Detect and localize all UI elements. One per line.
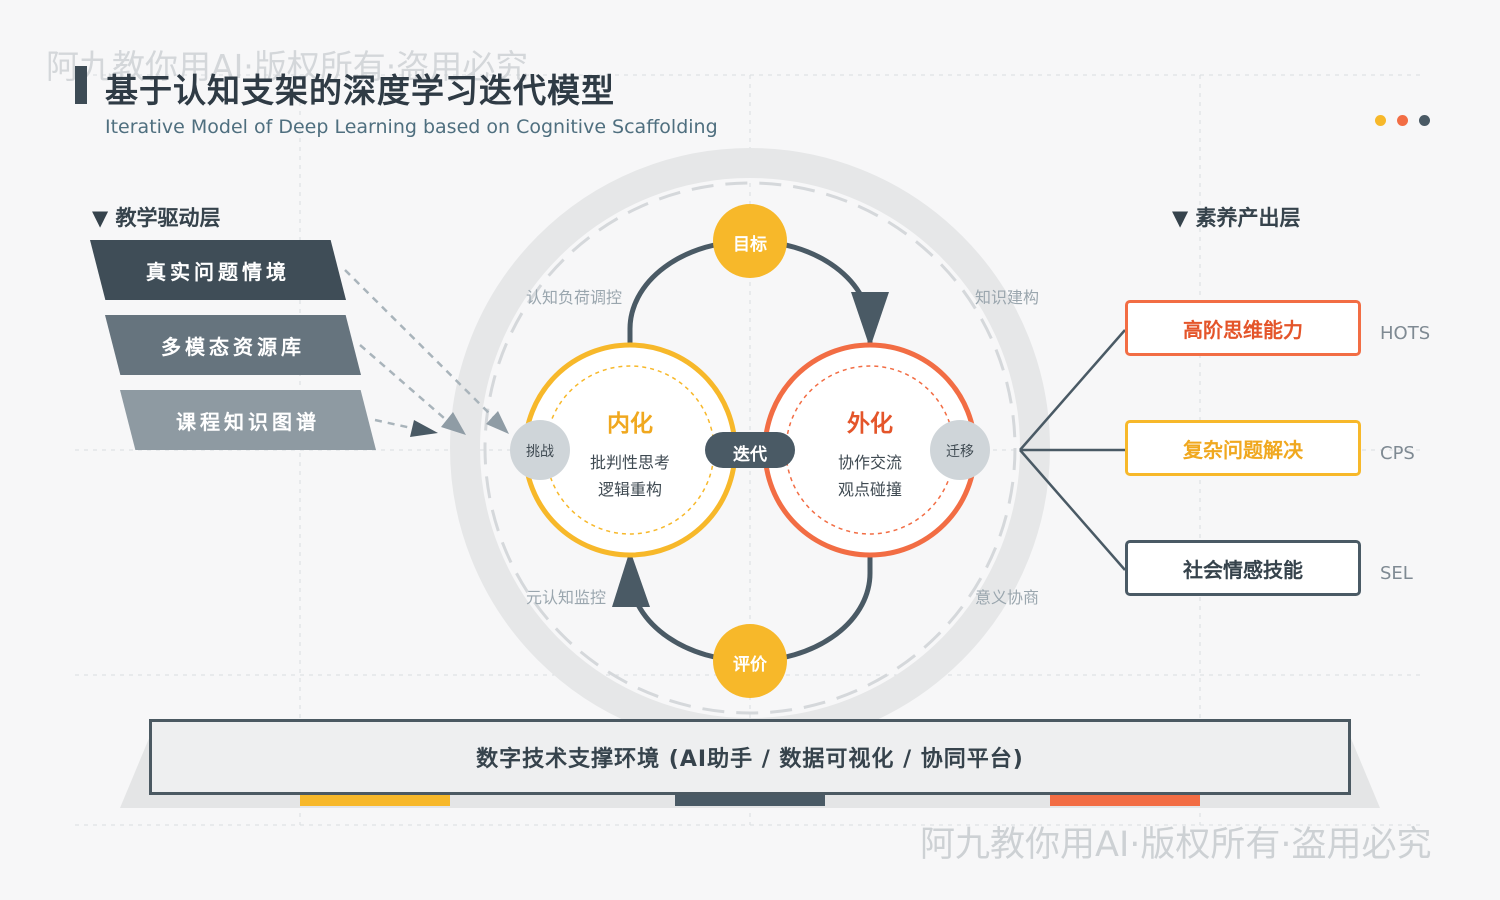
- accent-bar-orange: [1050, 795, 1200, 806]
- left-item-3: 课程知识图谱: [120, 390, 376, 450]
- internal-line-1: 批判性思考: [589, 453, 670, 472]
- caption-bottom-left: 元认知监控: [526, 588, 607, 607]
- challenge-node: [510, 420, 570, 480]
- output-label-sel: 社会情感技能: [1183, 557, 1303, 582]
- transfer-node: [930, 420, 990, 480]
- caption-top-right: 知识建构: [975, 288, 1040, 307]
- accent-bar-yellow: [300, 795, 450, 806]
- page-subtitle: Iterative Model of Deep Learning based o…: [105, 116, 718, 138]
- accent-bar-slate: [675, 795, 825, 806]
- internal-title: 内化: [607, 411, 653, 437]
- page-title: 基于认知支架的深度学习迭代模型: [105, 71, 615, 110]
- platform-box: 数字技术支撑环境 (AI助手 / 数据可视化 / 协同平台): [149, 719, 1351, 795]
- transfer-label: 迁移: [946, 444, 974, 460]
- output-code-cps: CPS: [1380, 443, 1415, 464]
- iteration-pill: [705, 432, 795, 468]
- arrow-up-icon: [612, 550, 650, 607]
- iteration-label: 迭代: [733, 445, 767, 465]
- dot-yellow-icon: [1375, 115, 1386, 126]
- dot-slate-icon: [1419, 115, 1430, 126]
- left-item-1: 真实问题情境: [90, 240, 346, 300]
- output-box-hots: 高阶思维能力: [1125, 300, 1361, 356]
- title-accent-bar: [75, 66, 87, 104]
- platform-label: 数字技术支撑环境 (AI助手 / 数据可视化 / 协同平台): [476, 747, 1024, 772]
- left-item-1-label: 真实问题情境: [146, 259, 290, 284]
- input-arrow-head-3: [410, 420, 438, 437]
- left-item-3-label: 课程知识图谱: [176, 409, 320, 434]
- caption-bottom-right: 意义协商: [975, 588, 1040, 607]
- input-arrow-head-2: [441, 412, 466, 435]
- arrow-down-icon: [851, 292, 889, 348]
- output-code-sel: SEL: [1380, 563, 1413, 584]
- right-layer-title: ▼ 素养产出层: [1172, 206, 1301, 230]
- dot-orange-icon: [1397, 115, 1408, 126]
- goal-label: 目标: [733, 235, 767, 255]
- external-title: 外化: [847, 411, 893, 437]
- external-line-2: 观点碰撞: [837, 480, 902, 499]
- input-arrow-head-1: [486, 411, 509, 434]
- output-box-cps: 复杂问题解决: [1125, 420, 1361, 476]
- left-item-2: 多模态资源库: [105, 315, 361, 375]
- external-line-1: 协作交流: [837, 453, 902, 472]
- evaluation-node: [713, 624, 787, 698]
- output-code-hots: HOTS: [1380, 323, 1431, 344]
- left-item-2-label: 多模态资源库: [161, 334, 305, 359]
- goal-node: [713, 204, 787, 278]
- caption-top-left: 认知负荷调控: [526, 288, 623, 307]
- left-layer-title: ▼ 教学驱动层: [92, 206, 221, 230]
- watermark-top: 阿九教你用AI·版权所有·盗用必究: [46, 47, 529, 86]
- internal-line-2: 逻辑重构: [597, 480, 662, 499]
- dashed-ring: [483, 181, 1017, 715]
- output-lines: [1019, 329, 1126, 571]
- output-label-cps: 复杂问题解决: [1183, 437, 1303, 462]
- output-box-sel: 社会情感技能: [1125, 540, 1361, 596]
- output-label-hots: 高阶思维能力: [1183, 317, 1303, 342]
- challenge-label: 挑战: [526, 444, 554, 460]
- watermark-bottom: 阿九教你用AI·版权所有·盗用必究: [920, 825, 1432, 865]
- evaluation-label: 评价: [733, 655, 767, 675]
